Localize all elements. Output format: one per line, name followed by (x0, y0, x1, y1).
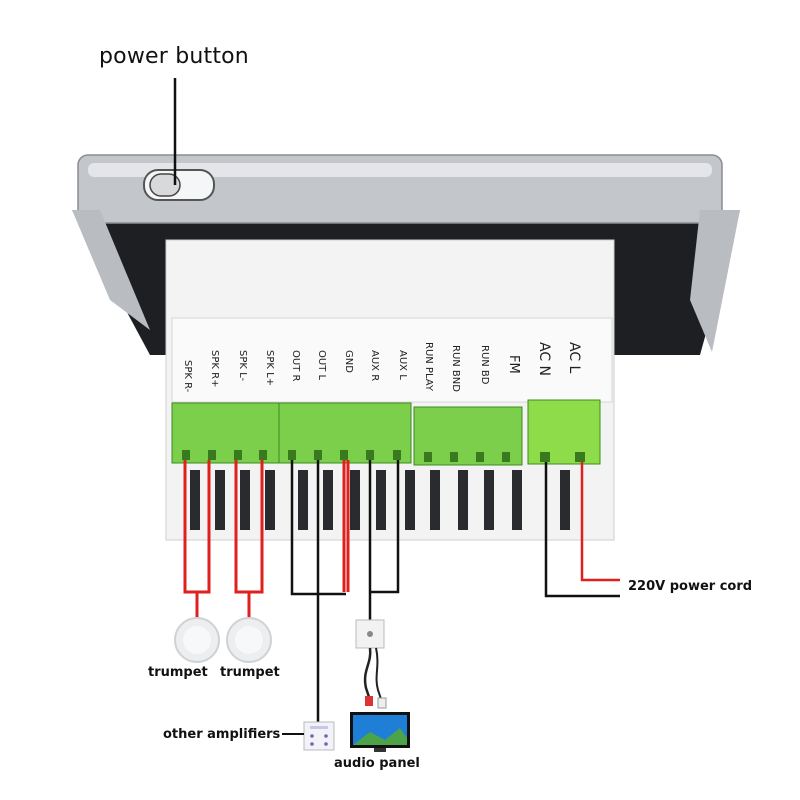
cooling-fins (190, 470, 570, 530)
trumpet-left-label: trumpet (148, 665, 208, 680)
wall-jack-icon (355, 619, 387, 709)
term-label-spk-r-minus: SPK R- (182, 360, 193, 393)
term-label-out-r: OUT R (290, 350, 301, 381)
trumpet-right-label: trumpet (220, 665, 280, 680)
terminal-label-strip (171, 317, 613, 403)
left-flange (72, 210, 150, 330)
term-label-aux-r: AUX R (369, 350, 380, 381)
term-label-ac-n: AC N (536, 342, 552, 376)
power-wiring (544, 462, 620, 598)
trumpet-right-speaker (226, 617, 272, 663)
power-button-label: power button (99, 44, 249, 69)
terminal-labels: SPK R- SPK R+ SPK L- SPK L+ OUT R OUT L … (182, 342, 582, 393)
front-frame-highlight (88, 163, 712, 177)
term-label-gnd: GND (343, 350, 354, 373)
term-label-run-play: RUN PLAY (423, 342, 434, 392)
term-label-run-bd: RUN BD (479, 345, 490, 385)
right-flange (690, 210, 740, 352)
term-label-out-l: OUT L (316, 350, 327, 380)
term-label-spk-l-minus: SPK L- (237, 350, 248, 382)
other-amplifiers-label: other amplifiers (163, 727, 281, 742)
term-label-run-bnd: RUN BND (450, 345, 461, 392)
power-switch-knob (149, 173, 181, 197)
term-label-spk-l-plus: SPK L+ (264, 350, 275, 386)
device-housing (72, 154, 740, 541)
audio-panel-monitor-icon (350, 712, 410, 752)
speaker-wiring (183, 460, 350, 618)
term-label-ac-l: AC L (566, 342, 582, 374)
connector-power (527, 399, 601, 465)
trumpet-left-speaker (174, 617, 220, 663)
signal-wiring (290, 460, 400, 730)
terminal-connectors (171, 399, 601, 466)
term-label-spk-r-plus: SPK R+ (209, 350, 220, 387)
term-label-fm: FM (506, 355, 521, 374)
term-label-aux-l: AUX L (397, 350, 408, 380)
audio-panel-label: audio panel (334, 756, 420, 771)
power-cord-label: 220V power cord (628, 579, 753, 594)
other-amplifier-panel-icon (303, 721, 335, 751)
